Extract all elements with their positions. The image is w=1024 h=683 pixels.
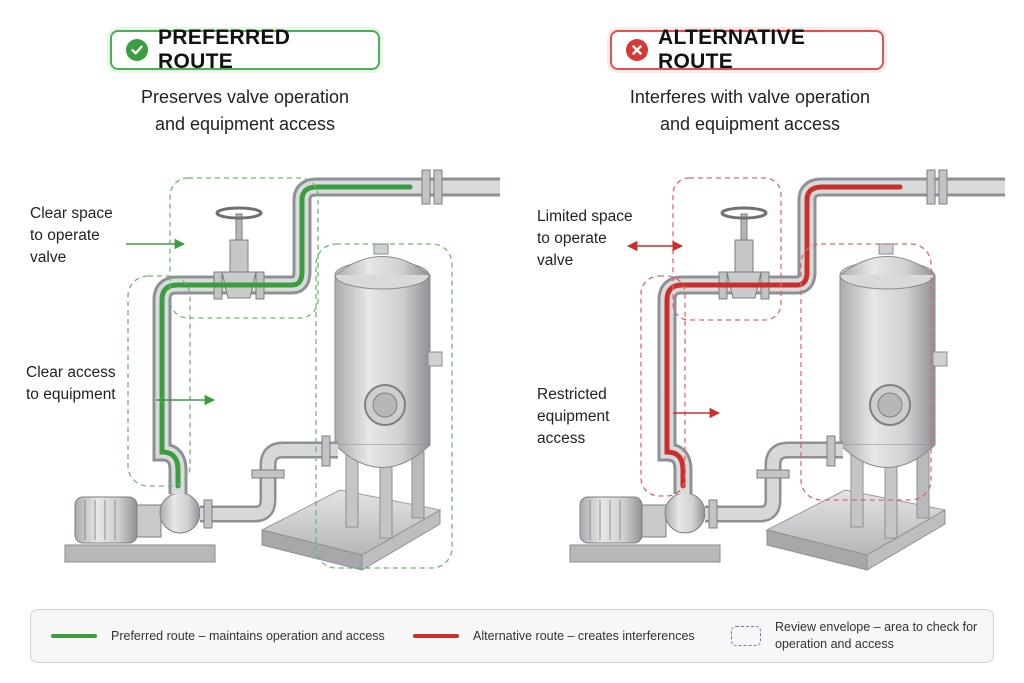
preferred-route-line — [159, 184, 413, 489]
green-line-swatch — [51, 634, 97, 638]
clear-space-callout: Clear space to operate valve — [30, 205, 113, 266]
equipment-review-envelope — [800, 243, 932, 501]
clear-access-callout: Clear access to equipment — [26, 364, 116, 403]
x-circle-icon — [626, 39, 648, 61]
legend-preferred: Preferred route – maintains operation an… — [51, 610, 385, 662]
alternative-route-title: ALTERNATIVE ROUTE — [658, 26, 806, 73]
legend: Preferred route – maintains operation an… — [30, 609, 994, 663]
alternative-route-illustration — [570, 170, 1005, 570]
preferred-route-illustration — [65, 170, 500, 570]
legend-alternative: Alternative route – creates interference… — [413, 610, 695, 662]
limited-space-callout: Limited space to operate valve — [537, 208, 633, 269]
alternative-route-badge: ALTERNATIVE ROUTE — [610, 26, 884, 73]
alternative-route-subtitle: Interferes with valve operation and equi… — [629, 87, 871, 134]
preferred-route-subtitle: Preserves valve operation and equipment … — [140, 87, 350, 134]
legend-envelope: Review envelope – area to check for oper… — [731, 610, 977, 662]
pipe-review-envelope — [127, 275, 191, 487]
valve-review-envelope — [169, 177, 319, 319]
check-circle-icon — [126, 39, 148, 61]
preferred-route-title: PREFERRED ROUTE — [158, 26, 291, 73]
restricted-access-callout: Restricted equipment access — [537, 386, 610, 447]
alternative-route-line — [664, 184, 903, 489]
red-line-swatch — [413, 634, 459, 638]
equipment-review-envelope — [315, 243, 453, 569]
dashed-box-swatch — [731, 626, 761, 646]
pipe-review-envelope — [640, 275, 686, 497]
preferred-route-badge: PREFERRED ROUTE — [110, 26, 380, 73]
